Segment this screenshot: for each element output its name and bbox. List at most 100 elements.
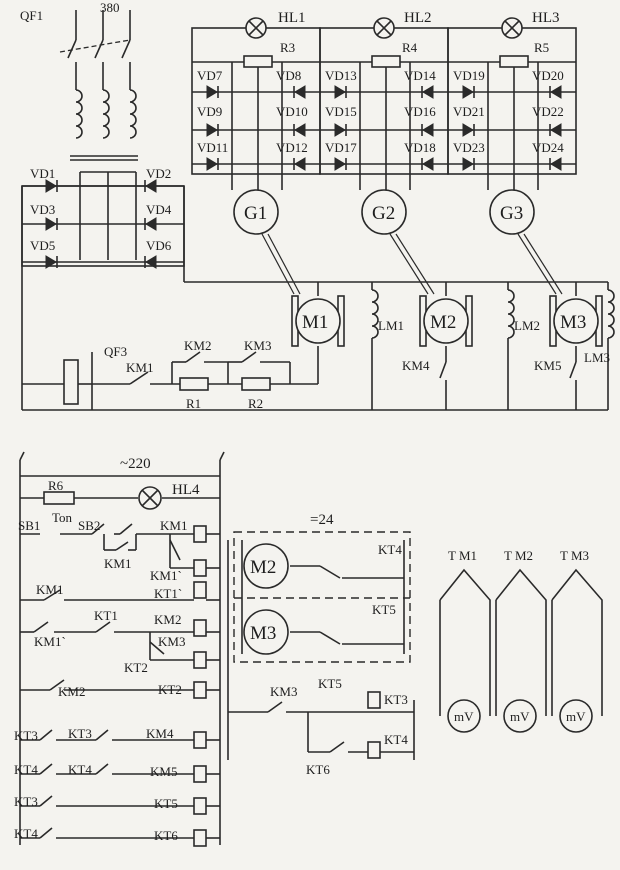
- aux-m3-label: M3: [250, 623, 276, 644]
- three-phase-rectifier: VD1 VD2 VD3 VD4 VD5 VD6: [21, 166, 185, 410]
- vd11-label: VD11: [197, 140, 228, 155]
- aux-dashed-frame: [233, 531, 411, 663]
- bridge-diode-icon: [549, 123, 562, 137]
- vd13-label: VD13: [325, 68, 357, 83]
- tm1-label: T M1: [448, 548, 477, 563]
- diode-vd5-icon: [45, 255, 58, 269]
- millivoltmeter-2: [503, 699, 537, 733]
- vd14-label: VD14: [404, 68, 436, 83]
- qf3-label: QF3: [104, 344, 127, 359]
- g3-label: G3: [500, 203, 523, 224]
- vd21-label: VD21: [453, 104, 485, 119]
- bridge-diode-icon: [334, 85, 347, 99]
- r4-label: R4: [402, 40, 418, 55]
- control-circuit: ~220 R6 HL4: [14, 451, 225, 847]
- km2-power-label: KM2: [184, 338, 211, 353]
- bridge-diode-icon: [293, 85, 306, 99]
- vd7-label: VD7: [197, 68, 223, 83]
- vd23-label: VD23: [453, 140, 485, 155]
- kt2-coil-label: KT2: [158, 682, 182, 697]
- generator-bridges: HL1 HL2 HL3 R3 R4 R5 VD7 VD8 VD9 VD10 VD…: [191, 10, 577, 190]
- vd20-label: VD20: [532, 68, 564, 83]
- main-bus: [22, 281, 608, 411]
- kt4-row-label-b: KT4: [68, 762, 92, 777]
- km5-coil-label: KM5: [150, 764, 177, 779]
- diode-vd1-icon: [45, 179, 58, 193]
- qf1-breaker: [59, 10, 131, 90]
- km2-coil-label: KM2: [154, 612, 181, 627]
- motors: M1 M2 M3 LM1 LM2 LM3: [291, 282, 615, 410]
- kt3-row-label-c: KT3: [14, 794, 38, 809]
- resistor-r6: [43, 491, 75, 505]
- vd9-label: VD9: [197, 104, 222, 119]
- km5-power-label: KM5: [534, 358, 561, 373]
- m2-label: M2: [430, 312, 456, 333]
- diode-vd4-icon: [144, 217, 157, 231]
- vd18-label: VD18: [404, 140, 436, 155]
- resistor-r4: [371, 55, 401, 68]
- r1-label: R1: [186, 396, 201, 411]
- km1-row-label: KM1: [36, 582, 63, 597]
- km1-hold-label: KM1: [104, 556, 131, 571]
- aux-circuit: =24 M2 M3 KT4 KT5 KM3: [227, 512, 415, 777]
- vd8-label: VD8: [276, 68, 301, 83]
- coil-km1: [193, 525, 207, 543]
- motor-m1: [295, 298, 341, 344]
- kt3-row-label-b: KT3: [68, 726, 92, 741]
- tm2-label: T M2: [504, 548, 533, 563]
- km4-coil-label: KM4: [146, 726, 174, 741]
- m1-label: M1: [302, 312, 328, 333]
- aux-km3-label: KM3: [270, 684, 297, 699]
- bridge-diode-icon: [462, 123, 475, 137]
- vd5-label: VD5: [30, 238, 55, 253]
- lm2-label: LM2: [514, 318, 540, 333]
- g1-label: G1: [244, 203, 267, 224]
- bridge-diode-icon: [462, 157, 475, 171]
- lm3-label: LM3: [584, 350, 610, 365]
- aux-voltage-label: =24: [310, 512, 334, 528]
- resistor-r3: [243, 55, 273, 68]
- vd22-label: VD22: [532, 104, 564, 119]
- bridge-diode-icon: [293, 123, 306, 137]
- lamp-hl2-icon: [373, 17, 395, 39]
- mv1-label: mV: [454, 709, 474, 724]
- aux-kt6-label: KT6: [306, 762, 330, 777]
- hl3-label: HL3: [532, 10, 560, 26]
- bridge-diode-icon: [206, 157, 219, 171]
- vd17-label: VD17: [325, 140, 357, 155]
- r2-label: R2: [248, 396, 263, 411]
- vd15-label: VD15: [325, 104, 357, 119]
- coil-kt1p: [193, 581, 207, 599]
- vd16-label: VD16: [404, 104, 436, 119]
- vd12-label: VD12: [276, 140, 308, 155]
- coil-kt2: [193, 681, 207, 699]
- vd10-label: VD10: [276, 104, 308, 119]
- diode-vd2-icon: [144, 179, 157, 193]
- r6-label: R6: [48, 478, 64, 493]
- r5-label: R5: [534, 40, 549, 55]
- motor-m2: [423, 298, 469, 344]
- sb2-label: SB2: [78, 518, 100, 533]
- lamp-hl1-icon: [245, 17, 267, 39]
- generators: G1 G2 G3: [233, 189, 563, 295]
- vd4-label: VD4: [146, 202, 172, 217]
- kt2-branch-label: KT2: [124, 660, 148, 675]
- km3-coil-label: KM3: [158, 634, 185, 649]
- lm1-label: LM1: [378, 318, 404, 333]
- aux-kt4-coil-label: KT4: [384, 732, 408, 747]
- m3-label: M3: [560, 312, 586, 333]
- aux-kt5-label: KT5: [372, 602, 396, 617]
- coil-km4: [193, 731, 207, 749]
- bridge-diode-icon: [334, 123, 347, 137]
- km1-power-label: KM1: [126, 360, 153, 375]
- km3-power-label: KM3: [244, 338, 271, 353]
- kt6-coil-label: KT6: [154, 828, 178, 843]
- bridge-diode-icon: [421, 85, 434, 99]
- coil-kt4: [367, 741, 381, 759]
- generator-g2: [361, 189, 407, 235]
- bridge-diode-icon: [549, 85, 562, 99]
- bridge-diode-icon: [421, 123, 434, 137]
- millivoltmeter-1: [447, 699, 481, 733]
- kt4-row-label-c: KT4: [14, 826, 38, 841]
